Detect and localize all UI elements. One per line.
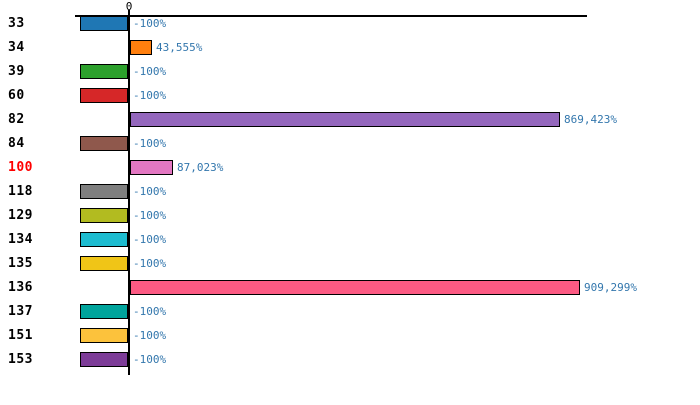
category-label-153: 153 (8, 352, 33, 367)
value-label-33: -100% (133, 17, 167, 30)
bar-137 (80, 304, 128, 319)
bar-33 (80, 16, 128, 31)
category-label-136: 136 (8, 280, 33, 295)
bar-100 (130, 160, 173, 175)
value-label-39: -100% (133, 65, 167, 78)
value-label-60: -100% (133, 89, 167, 102)
category-label-82: 82 (8, 112, 25, 127)
category-label-129: 129 (8, 208, 33, 223)
category-label-33: 33 (8, 16, 25, 31)
bar-135 (80, 256, 128, 271)
value-label-129: -100% (133, 209, 167, 222)
category-label-39: 39 (8, 64, 25, 79)
value-label-136: 909,299% (584, 281, 637, 294)
category-label-34: 34 (8, 40, 25, 55)
value-label-118: -100% (133, 185, 167, 198)
bar-118 (80, 184, 128, 199)
value-label-82: 869,423% (564, 113, 617, 126)
value-label-34: 43,555% (156, 41, 203, 54)
category-label-60: 60 (8, 88, 25, 103)
category-label-151: 151 (8, 328, 33, 343)
bar-136 (130, 280, 580, 295)
category-label-135: 135 (8, 256, 33, 271)
value-label-134: -100% (133, 233, 167, 246)
category-label-100: 100 (8, 160, 33, 175)
value-label-84: -100% (133, 137, 167, 150)
bar-129 (80, 208, 128, 223)
bar-153 (80, 352, 128, 367)
top-axis-line (75, 15, 587, 17)
zero-tick-label: 0 (125, 0, 133, 13)
bar-60 (80, 88, 128, 103)
value-label-153: -100% (133, 353, 167, 366)
value-label-151: -100% (133, 329, 167, 342)
bar-151 (80, 328, 128, 343)
category-label-118: 118 (8, 184, 33, 199)
value-label-135: -100% (133, 257, 167, 270)
bar-82 (130, 112, 560, 127)
category-label-137: 137 (8, 304, 33, 319)
bar-39 (80, 64, 128, 79)
bar-134 (80, 232, 128, 247)
value-label-100: 87,023% (177, 161, 224, 174)
category-label-84: 84 (8, 136, 25, 151)
bar-84 (80, 136, 128, 151)
value-label-137: -100% (133, 305, 167, 318)
bar-34 (130, 40, 152, 55)
zero-baseline (128, 10, 130, 375)
category-label-134: 134 (8, 232, 33, 247)
